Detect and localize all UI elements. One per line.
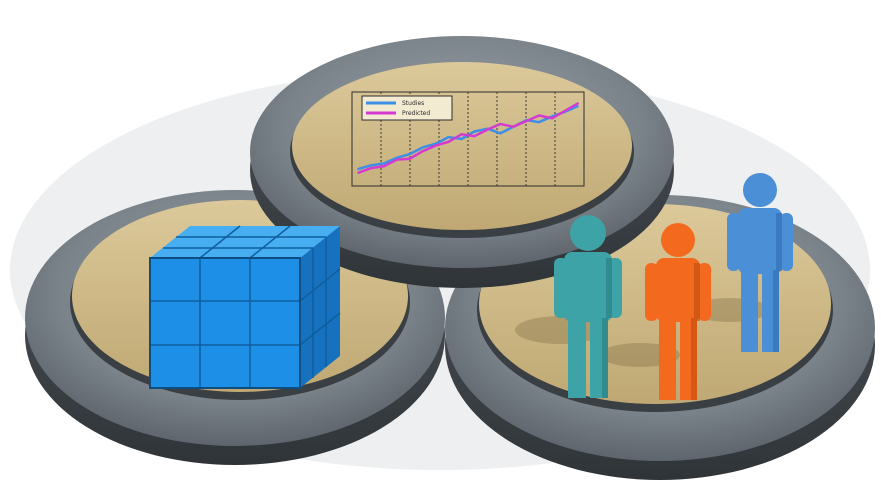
top-platform	[250, 36, 674, 288]
series-point-studies	[395, 156, 398, 159]
series-point-studies	[499, 132, 502, 135]
series-point-studies	[447, 136, 450, 139]
series-point-predicted	[512, 125, 515, 128]
series-point-predicted	[408, 157, 411, 160]
series-point-studies	[460, 138, 463, 140]
series-point-predicted	[460, 133, 463, 136]
person-blue-icon	[727, 173, 793, 352]
series-point-predicted	[551, 117, 554, 120]
legend-label-predicted: Predicted	[402, 110, 430, 117]
series-point-predicted	[370, 167, 372, 170]
series-point-studies	[421, 146, 424, 149]
series-point-studies	[382, 162, 385, 165]
series-point-studies	[538, 121, 541, 123]
series-point-predicted	[421, 150, 424, 153]
series-point-studies	[408, 153, 411, 155]
series-point-predicted	[357, 171, 359, 174]
series-point-predicted	[499, 123, 502, 125]
series-point-predicted	[525, 120, 528, 123]
series-point-predicted	[473, 135, 476, 138]
line-chart: Studies Predicted	[351, 91, 585, 187]
legend-label-studies: Studies	[402, 100, 424, 107]
data-cube	[149, 225, 341, 389]
people-group	[515, 173, 793, 400]
series-point-predicted	[577, 102, 579, 105]
series-point-studies	[473, 130, 476, 133]
series-point-predicted	[564, 109, 566, 112]
series-point-studies	[370, 164, 372, 167]
series-point-predicted	[538, 114, 541, 117]
series-point-studies	[357, 168, 359, 170]
chart-series	[357, 102, 579, 175]
series-point-predicted	[434, 144, 437, 147]
series-point-predicted	[486, 128, 489, 131]
series-point-studies	[577, 105, 579, 107]
series-point-predicted	[395, 158, 398, 161]
series-point-predicted	[447, 140, 450, 143]
series-point-predicted	[382, 165, 385, 168]
chart-legend: Studies Predicted	[361, 95, 453, 121]
series-line-predicted	[357, 102, 579, 175]
